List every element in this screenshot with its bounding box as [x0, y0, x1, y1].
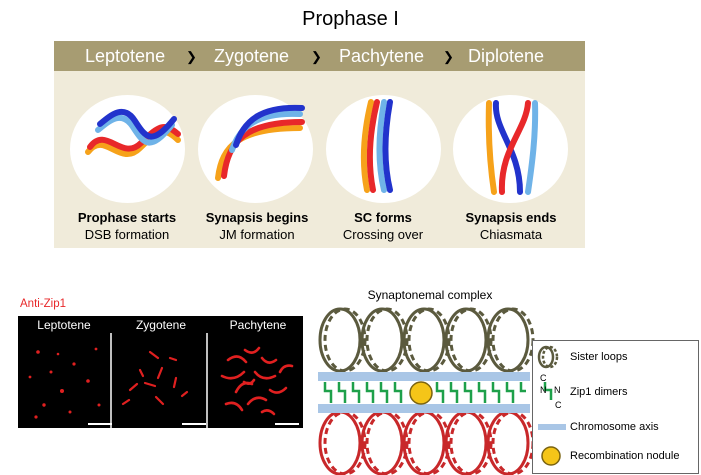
stage-name-pachytene: Pachytene — [339, 46, 425, 66]
micrograph-label-pachytene: Pachytene — [229, 318, 287, 332]
legend-recombination-nodule: Recombination nodule — [570, 450, 680, 462]
legend-c-terminal-label-2: C — [555, 400, 562, 410]
caption-leptotene-sub: DSB formation — [84, 227, 170, 242]
caption-zygotene-sub: JM formation — [219, 227, 295, 242]
synaptonemal-complex-title: Synaptonemal complex — [367, 288, 493, 302]
legend — [532, 340, 699, 474]
scale-bar — [182, 423, 206, 425]
anti-zip1-label: Anti-Zip1 — [20, 298, 67, 310]
chevron-right-icon: ❯ — [186, 49, 197, 64]
legend-zip1-dimers: Zip1 dimers — [570, 386, 628, 398]
caption-pachytene-event: SC forms — [354, 210, 412, 225]
chevron-right-icon: ❯ — [443, 49, 454, 64]
legend-sister-loops: Sister loops — [570, 351, 628, 363]
scale-bar — [88, 423, 112, 425]
micrograph-label-leptotene: Leptotene — [37, 318, 91, 332]
caption-diplotene-sub: Chiasmata — [479, 227, 543, 242]
legend-n-terminal-label-2: N — [554, 385, 561, 395]
chevron-right-icon: ❯ — [311, 49, 322, 64]
micrograph-label-zygotene: Zygotene — [135, 318, 187, 332]
diagram-title: Prophase I — [302, 8, 399, 30]
caption-diplotene-event: Synapsis ends — [465, 210, 557, 225]
stage-name-zygotene: Zygotene — [214, 46, 290, 66]
caption-pachytene-sub: Crossing over — [342, 227, 424, 242]
stage-name-diplotene: Diplotene — [468, 46, 545, 66]
stage-name-leptotene: Leptotene — [85, 46, 166, 66]
legend-chromosome-axis: Chromosome axis — [570, 421, 659, 433]
caption-zygotene-event: Synapsis begins — [205, 210, 309, 225]
stage-header-bar — [54, 41, 585, 71]
scale-bar — [275, 423, 299, 425]
legend-c-terminal-label: C — [540, 373, 547, 383]
legend-n-terminal-label: N — [540, 385, 547, 395]
caption-leptotene-event: Prophase starts — [77, 210, 177, 225]
